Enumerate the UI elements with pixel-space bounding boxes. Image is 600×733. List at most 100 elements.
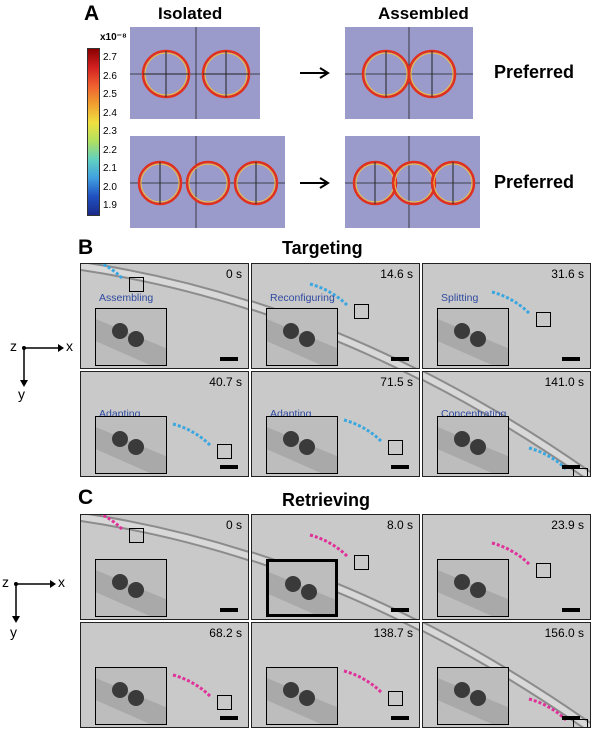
microscopy-frame: 0 s <box>80 514 249 620</box>
trajectory-trail <box>172 422 213 448</box>
panel-c-label: C <box>78 486 94 509</box>
region-of-interest-box <box>573 719 588 727</box>
scale-bar <box>562 716 580 720</box>
timestamp-label: 0 s <box>225 267 242 281</box>
timestamp-label: 141.0 s <box>544 375 584 389</box>
microrobot-bead <box>128 439 144 455</box>
panel-b-title: Targeting <box>282 238 363 258</box>
step-label: Splitting <box>441 292 479 304</box>
microscopy-frame: 31.6 s Splitting <box>422 263 591 369</box>
region-of-interest-box <box>536 312 551 327</box>
region-of-interest-box <box>354 555 369 570</box>
trajectory-trail <box>99 264 125 281</box>
microrobot-bead <box>283 431 299 447</box>
colorbar-tick-label: 2.7 <box>103 52 117 63</box>
microrobot-bead <box>301 584 317 600</box>
tube-curve <box>343 623 419 695</box>
preferred-label-1: Preferred <box>494 62 575 82</box>
zoom-inset <box>437 559 509 617</box>
microscopy-frame: 14.6 s Reconfiguring <box>251 263 420 369</box>
scale-bar <box>562 608 580 612</box>
colorbar-tick-label: 2.1 <box>103 163 117 174</box>
scale-bar <box>562 357 580 361</box>
microrobot-bead <box>470 439 486 455</box>
scale-bar <box>220 716 238 720</box>
timestamp-label: 156.0 s <box>544 626 584 640</box>
sim-isolated-2 <box>130 27 260 119</box>
colorbar-tick-label: 2.4 <box>103 107 117 119</box>
zoom-inset <box>437 308 509 366</box>
colorbar-exponent: x10⁻⁸ <box>100 32 127 43</box>
timestamp-label: 0 s <box>225 518 242 532</box>
region-of-interest-box <box>217 444 232 459</box>
microrobot-bead <box>112 323 128 339</box>
microrobot-bead <box>299 331 315 347</box>
step-label: Reconfiguring <box>270 292 335 304</box>
tube-curve <box>81 264 248 311</box>
microscopy-frame: 23.9 s <box>422 514 591 620</box>
axis-indicator-c: z x y <box>0 570 70 640</box>
tube-curve <box>172 673 213 699</box>
scale-bar <box>220 465 238 469</box>
trajectory-trail <box>99 515 125 532</box>
zoom-inset <box>266 308 338 366</box>
col-title-assembled: Assembled <box>378 4 469 23</box>
preferred-label-2: Preferred <box>494 172 575 192</box>
zoom-inset <box>266 416 338 474</box>
region-of-interest-box <box>388 440 403 455</box>
scale-bar <box>391 716 409 720</box>
region-of-interest-box <box>536 563 551 578</box>
microrobot-bead <box>454 431 470 447</box>
sim-assembled-2 <box>345 27 473 119</box>
zoom-inset <box>437 416 509 474</box>
region-of-interest-box <box>354 304 369 319</box>
region-of-interest-box <box>129 277 144 292</box>
timestamp-label: 8.0 s <box>386 518 413 532</box>
panel-c-title: Retrieving <box>282 490 371 510</box>
microrobot-bead <box>285 576 301 592</box>
region-of-interest-box <box>217 695 232 710</box>
timestamp-label: 68.2 s <box>209 626 242 640</box>
sim-isolated-3 <box>130 136 285 228</box>
colorbar-tick-label: 2.0 <box>103 181 117 193</box>
col-title-isolated: Isolated <box>158 4 223 23</box>
microscopy-frame: 68.2 s <box>80 622 249 728</box>
colorbar-tick-label: 2.6 <box>103 70 117 82</box>
microrobot-bead <box>454 574 470 590</box>
timestamp-label: 31.6 s <box>551 267 584 281</box>
trajectory-trail <box>309 533 350 559</box>
tube-curve <box>81 515 248 562</box>
timestamp-label: 40.7 s <box>209 375 242 389</box>
axis-indicator-b: z x y <box>6 334 76 404</box>
microrobot-bead <box>470 690 486 706</box>
trajectory-trail <box>491 290 532 316</box>
microrobot-bead <box>128 331 144 347</box>
timestamp-label: 14.6 s <box>380 267 413 281</box>
arrow-right-icon <box>300 177 330 189</box>
zoom-inset <box>437 667 509 725</box>
scale-bar <box>562 465 580 469</box>
region-of-interest-box <box>573 468 588 476</box>
microrobot-bead <box>454 682 470 698</box>
microrobot-bead <box>283 323 299 339</box>
microrobot-bead <box>283 682 299 698</box>
scale-bar <box>391 357 409 361</box>
trajectory-trail <box>309 282 350 308</box>
axis-z-label: z <box>10 338 17 354</box>
tube-curve <box>491 290 532 316</box>
microrobot-bead <box>470 582 486 598</box>
microrobot-bead <box>112 431 128 447</box>
axis-y-label: y <box>18 386 25 402</box>
microrobot-bead <box>454 323 470 339</box>
timestamp-label: 71.5 s <box>380 375 413 389</box>
sim-assembled-3 <box>345 136 480 228</box>
zoom-inset <box>266 559 338 617</box>
tube-curve <box>343 372 419 444</box>
tube-curve <box>491 541 532 567</box>
trajectory-trail <box>343 418 384 444</box>
timestamp-label: 23.9 s <box>551 518 584 532</box>
colorbar-tick-label: 2.5 <box>103 89 117 100</box>
